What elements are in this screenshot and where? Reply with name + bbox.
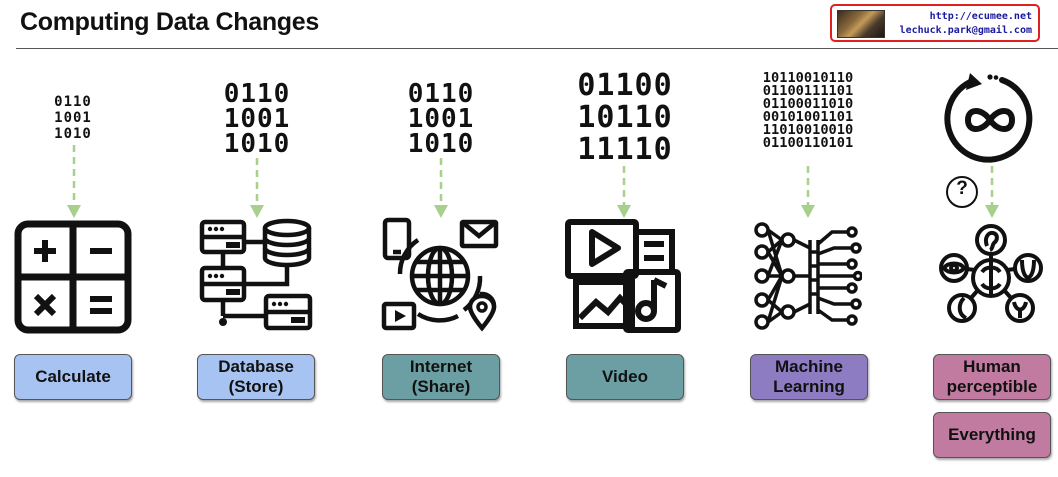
binary-row: 0110 (407, 79, 475, 109)
title-divider (16, 48, 1058, 49)
label-internet-text: Internet (Share) (409, 357, 473, 396)
contact-url[interactable]: http://ecumee.net (929, 11, 1032, 22)
binary-row: 10110 (577, 100, 673, 135)
binary-row: 1001 (54, 110, 92, 126)
arrow-ml (801, 166, 815, 218)
author-avatar (837, 10, 885, 38)
arrow-calculate (67, 145, 81, 218)
binary-row: 01100 (577, 68, 673, 103)
database-servers-icon (199, 218, 313, 331)
label-everything[interactable]: Everything (933, 412, 1051, 458)
binary-block-video: 01100 10110 11110 (570, 70, 680, 166)
label-database-text: Database (Store) (218, 357, 294, 396)
label-video[interactable]: Video (566, 354, 684, 400)
binary-row: 01100011010 (762, 97, 854, 112)
binary-row: 01100111101 (762, 84, 854, 99)
binary-row: 01100110101 (762, 136, 854, 151)
binary-row: 11010010010 (762, 123, 854, 138)
label-everything-text: Everything (948, 425, 1036, 444)
infinity-cycle-icon (944, 73, 1033, 163)
binary-row: 0110 (223, 79, 291, 109)
binary-row: 00101001101 (762, 110, 854, 125)
binary-row: 1010 (223, 129, 291, 159)
label-calculate[interactable]: Calculate (14, 354, 132, 400)
binary-row: 11110 (577, 132, 673, 167)
question-circle-icon (946, 176, 978, 208)
arrow-database (250, 158, 264, 218)
label-human-perceptible[interactable]: Human perceptible (933, 354, 1051, 400)
question-mark: ? (956, 178, 968, 199)
binary-block-calculate: 0110 1001 1010 (45, 94, 101, 142)
page-title: Computing Data Changes (20, 8, 319, 36)
neural-network-icon (754, 222, 862, 330)
binary-row: 1001 (223, 104, 291, 134)
binary-row: 0110 (54, 94, 92, 110)
video-media-icon (565, 219, 681, 333)
arrow-human (985, 166, 999, 218)
arrow-video (617, 166, 631, 218)
contact-lines: http://ecumee.net lechuck.park@gmail.com (900, 10, 1032, 38)
label-calculate-text: Calculate (35, 367, 111, 386)
binary-block-internet: 0110 1001 1010 (396, 79, 486, 159)
binary-row: 10110010110 (762, 71, 854, 86)
internet-globe-icon (381, 217, 499, 332)
binary-row: 1010 (54, 126, 92, 142)
human-senses-icon (939, 224, 1043, 323)
label-ml-text: Machine Learning (773, 357, 845, 396)
binary-row: 1001 (407, 104, 475, 134)
label-human-text: Human perceptible (946, 357, 1038, 396)
binary-block-database: 0110 1001 1010 (212, 79, 302, 159)
label-machine-learning[interactable]: Machine Learning (750, 354, 868, 400)
binary-row: 1010 (407, 129, 475, 159)
label-video-text: Video (602, 367, 648, 386)
binary-block-ml: 10110010110 01100111101 01100011010 0010… (756, 72, 861, 150)
contact-box: http://ecumee.net lechuck.park@gmail.com (830, 4, 1040, 42)
label-database[interactable]: Database (Store) (197, 354, 315, 400)
calculator-icon (14, 220, 132, 334)
label-internet[interactable]: Internet (Share) (382, 354, 500, 400)
arrow-internet (434, 158, 448, 218)
contact-email[interactable]: lechuck.park@gmail.com (899, 25, 1032, 36)
